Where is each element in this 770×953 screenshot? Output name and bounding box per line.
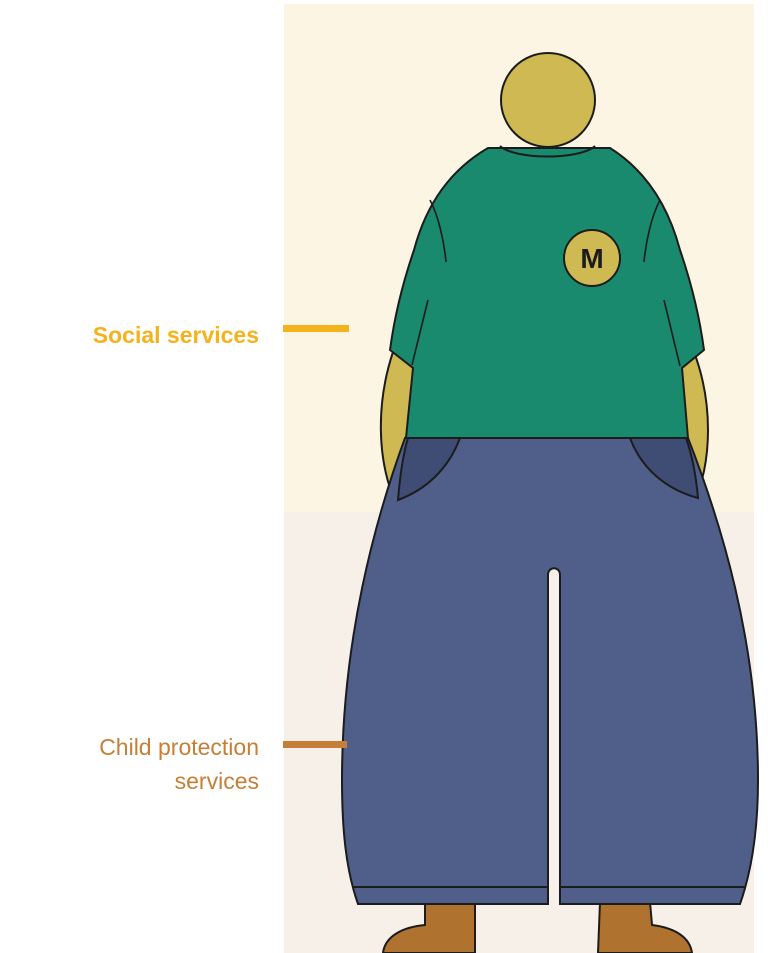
leader-line-social-services bbox=[283, 325, 349, 332]
head bbox=[500, 52, 596, 148]
right-boot bbox=[596, 901, 694, 953]
shirt-sleeve-seam-right bbox=[643, 199, 681, 367]
label-child-protection-services: Child protection services bbox=[99, 730, 259, 798]
right-pocket bbox=[628, 437, 700, 500]
label-child-protection-line-1: Child protection bbox=[99, 734, 259, 760]
pants bbox=[340, 437, 760, 905]
shirt-emblem-letter: M bbox=[580, 243, 603, 274]
shirt-collar bbox=[499, 145, 596, 158]
leader-line-child-protection bbox=[283, 741, 347, 748]
label-social-services: Social services bbox=[92, 322, 259, 348]
left-boot bbox=[381, 901, 476, 953]
label-child-protection-line-2: services bbox=[174, 768, 259, 794]
left-pocket bbox=[396, 437, 462, 502]
shirt-emblem bbox=[563, 229, 621, 287]
shirt bbox=[388, 147, 706, 439]
shirt-sleeve-seam-left bbox=[411, 199, 447, 366]
